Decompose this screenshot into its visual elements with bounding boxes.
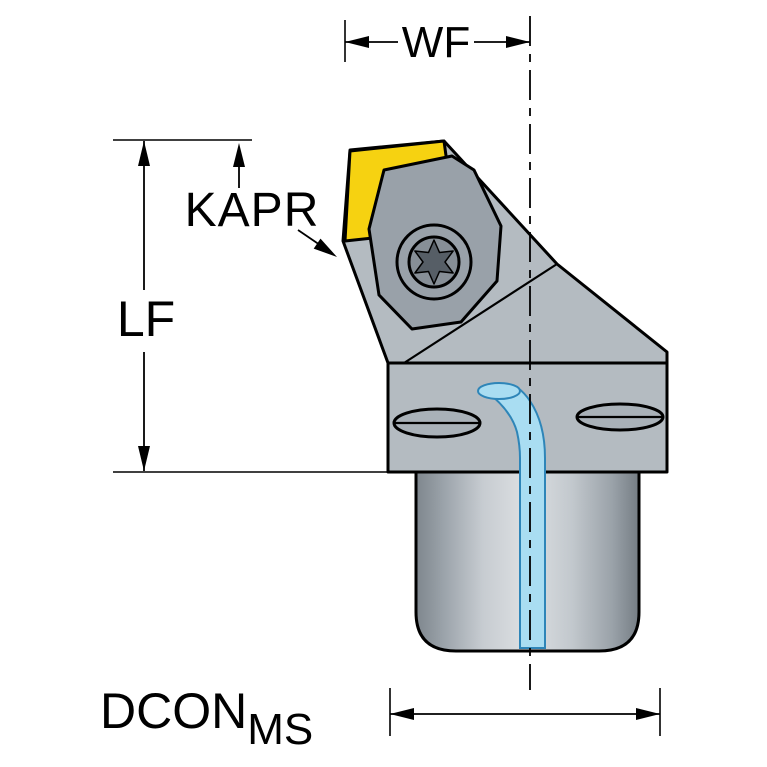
wf-label: WF — [402, 18, 470, 67]
dcon-label-subscript: MS — [247, 705, 313, 754]
kapr-label: KAPR — [185, 184, 320, 237]
dcon-dimension: DCONMS — [100, 683, 661, 754]
coolant-hole — [477, 382, 521, 400]
dcon-label: DCONMS — [100, 683, 313, 754]
torx-star-icon — [414, 239, 454, 285]
lf-label: LF — [117, 291, 175, 347]
dcon-arrow-left-icon — [390, 708, 414, 720]
kapr-arrow-up-icon — [233, 143, 245, 167]
dcon-arrow-right-icon — [636, 708, 660, 720]
head-facet-edge — [403, 263, 558, 364]
wf-arrow-left-icon — [345, 36, 369, 48]
kapr-annotation: KAPR — [185, 143, 337, 257]
kapr-leader-down — [297, 229, 321, 246]
wf-dimension: WF — [344, 18, 530, 67]
dcon-label-main: DCON — [100, 683, 247, 739]
wf-arrow-right-icon — [506, 36, 530, 48]
kapr-arrow-down-icon — [313, 238, 337, 257]
lf-arrow-down-icon — [138, 446, 150, 471]
insert-assembly — [343, 139, 503, 331]
lf-dimension: LF — [113, 139, 390, 473]
lf-arrow-up-icon — [138, 141, 150, 166]
